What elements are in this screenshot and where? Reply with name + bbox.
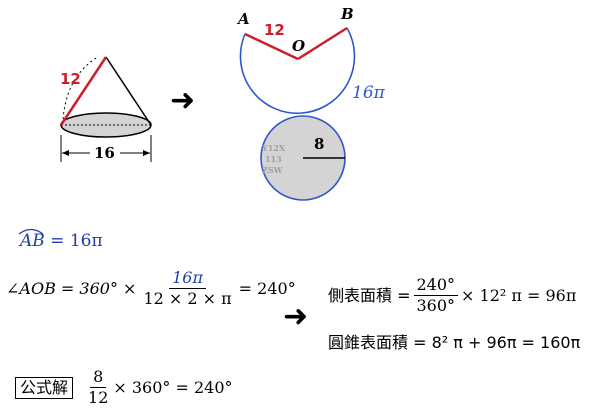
angle-fraction: 16π 12 × 2 × π	[143, 268, 232, 308]
slant-height-label: 12	[60, 70, 81, 88]
sector-arc	[239, 27, 356, 115]
cone-net-figure	[59, 26, 356, 201]
formula-box-label: 公式解	[15, 376, 74, 399]
lateral-area-equation: 側表面積 = 240° 360° × 12² π = 96π	[328, 275, 577, 315]
arrow-right-icon: ➜	[170, 83, 196, 118]
arc-ab: AB	[18, 228, 45, 250]
cone-right-edge	[105, 56, 152, 126]
sector-radius-oa	[244, 32, 299, 61]
lateral-fraction: 240° 360°	[413, 277, 459, 314]
point-b-label: B	[341, 5, 354, 23]
total-area-equation: 圓錐表面積 = 8² π + 96π = 160π	[328, 333, 581, 352]
angle-equation: ∠AOB = 360° × 16π 12 × 2 × π = 240°	[6, 268, 296, 308]
arc-equation: AB = 16π	[18, 228, 103, 250]
arc-overline	[18, 228, 44, 235]
watermark: Y12X 113 ZSW	[262, 143, 286, 175]
arrow-right-icon-2: ➜	[283, 299, 309, 334]
net-drawing	[239, 26, 356, 201]
sector-radius-ob	[297, 26, 348, 61]
slant-dotted-arc	[62, 57, 97, 121]
cone-drawing	[59, 56, 152, 162]
sector-radius-label: 12	[264, 21, 285, 39]
circle-radius-label: 8	[314, 135, 325, 153]
dim-arrow-right	[143, 150, 150, 156]
base-diameter-label: 16	[94, 144, 115, 162]
formula-fraction: 8 12	[88, 367, 109, 407]
point-a-label: A	[238, 10, 250, 28]
point-o-label: O	[292, 37, 306, 55]
dim-label-bg	[90, 145, 120, 161]
formula-solution: 公式解 8 12 × 360° = 240°	[15, 369, 233, 406]
dim-arrow-left	[62, 150, 69, 156]
cone-slant-height	[59, 56, 108, 126]
arc-length-label: 16π	[352, 83, 385, 103]
